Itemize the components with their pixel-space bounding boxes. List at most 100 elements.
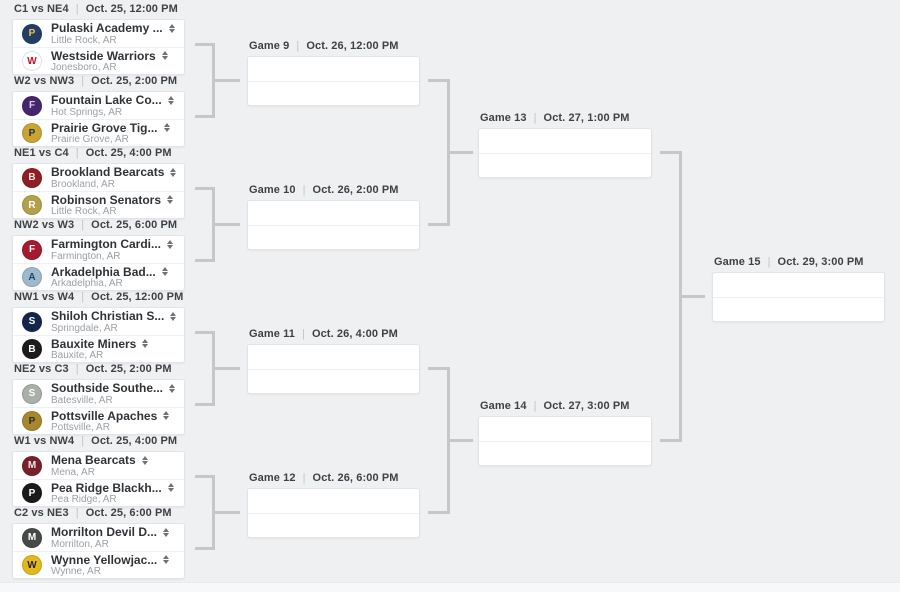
matchup-label: C2 vs NE3 <box>14 507 69 519</box>
team-location: Wynne, AR <box>51 566 101 577</box>
matchup-card-8: C2 vs NE3|Oct. 25, 6:00 PM M Morrilton D… <box>12 507 185 579</box>
header-separator: | <box>75 147 79 159</box>
matchup-label: NE1 vs C4 <box>14 147 69 159</box>
up-down-arrows-icon[interactable] <box>168 23 175 33</box>
up-down-arrows-icon[interactable] <box>163 123 170 132</box>
game-card-11: Game 11|Oct. 26, 4:00 PM <box>247 328 420 394</box>
up-down-arrows-icon[interactable] <box>167 483 174 492</box>
game-datetime: Oct. 26, 12:00 PM <box>306 40 399 52</box>
team-row[interactable]: P Pea Ridge Blackh... Pea Ridge, AR <box>13 479 184 506</box>
matchup-box: F Farmington Cardi... Farmington, AR A A… <box>12 235 185 291</box>
matchup-box: S Shiloh Christian S... Springdale, AR B… <box>12 307 185 363</box>
team-location: Batesville, AR <box>51 394 113 406</box>
team-row[interactable]: S Southside Southe... Batesville, AR <box>13 380 184 407</box>
bracket-connector <box>447 439 473 442</box>
team-location: Morrilton, AR <box>51 538 109 550</box>
game-header: Game 13|Oct. 27, 1:00 PM <box>478 112 652 125</box>
horizontal-scrollbar-track[interactable] <box>0 582 900 592</box>
team-row[interactable]: F Farmington Cardi... Farmington, AR <box>13 236 184 263</box>
bracket-connector <box>195 43 215 46</box>
team-location: Springdale, AR <box>51 322 118 334</box>
game-slot-top <box>713 273 884 297</box>
up-down-arrows-icon[interactable] <box>169 383 176 393</box>
team-name: Prairie Grove Tig... <box>51 120 158 135</box>
team-row[interactable]: A Arkadelphia Bad... Arkadelphia, AR <box>13 263 184 290</box>
up-down-arrows-icon[interactable] <box>167 95 174 105</box>
up-down-arrows-icon[interactable] <box>161 51 168 60</box>
bracket-connector <box>212 223 240 226</box>
team-row[interactable]: W Westside Warriors Jonesboro, AR <box>13 47 184 74</box>
up-down-arrows-icon[interactable] <box>163 527 170 537</box>
bracket-connector <box>195 547 215 550</box>
matchup-header: NW2 vs W3|Oct. 25, 6:00 PM <box>12 219 185 232</box>
game-header: Game 12|Oct. 26, 6:00 PM <box>247 472 420 485</box>
team-row[interactable]: M Morrilton Devil D... Morrilton, AR <box>13 524 184 551</box>
team-row[interactable]: R Robinson Senators Little Rock, AR <box>13 191 184 218</box>
matchup-datetime: Oct. 25, 4:00 PM <box>91 435 178 447</box>
team-logo: M <box>22 455 42 476</box>
team-location: Hot Springs, AR <box>51 106 123 118</box>
team-row[interactable]: M Mena Bearcats Mena, AR <box>13 452 184 479</box>
matchup-card-4: NW2 vs W3|Oct. 25, 6:00 PM F Farmington … <box>12 219 185 291</box>
game-box <box>247 344 420 394</box>
game-datetime: Oct. 27, 1:00 PM <box>543 112 630 124</box>
team-location: Little Rock, AR <box>51 34 117 46</box>
matchup-header: W2 vs NW3|Oct. 25, 2:00 PM <box>12 75 185 88</box>
team-logo: R <box>22 195 42 215</box>
game-datetime: Oct. 26, 2:00 PM <box>312 184 399 196</box>
team-row[interactable]: P Prairie Grove Tig... Prairie Grove, AR <box>13 119 184 146</box>
game-box <box>712 272 885 322</box>
game-label: Game 9 <box>249 40 290 52</box>
up-down-arrows-icon[interactable] <box>141 455 148 465</box>
up-down-arrows-icon[interactable] <box>163 555 170 564</box>
team-row[interactable]: W Wynne Yellowjac... Wynne, AR <box>13 551 184 578</box>
header-separator: | <box>75 363 79 375</box>
game-header: Game 15|Oct. 29, 3:00 PM <box>712 256 885 269</box>
game-slot-bottom <box>713 297 884 321</box>
game-slot-top <box>479 417 651 441</box>
team-name: Bauxite Miners <box>51 336 137 351</box>
up-down-arrows-icon[interactable] <box>167 195 174 204</box>
team-name: Morrilton Devil D... <box>51 525 158 539</box>
matchup-header: W1 vs NW4|Oct. 25, 4:00 PM <box>12 435 185 448</box>
up-down-arrows-icon[interactable] <box>163 411 170 420</box>
matchup-datetime: Oct. 25, 6:00 PM <box>85 507 172 519</box>
matchup-box: F Fountain Lake Co... Hot Springs, AR P … <box>12 91 185 147</box>
team-row[interactable]: F Fountain Lake Co... Hot Springs, AR <box>13 92 184 119</box>
bracket-connector <box>195 115 215 118</box>
team-logo: S <box>22 311 42 332</box>
up-down-arrows-icon[interactable] <box>161 267 168 276</box>
up-down-arrows-icon[interactable] <box>170 311 177 321</box>
game-slot-bottom <box>248 81 419 105</box>
bracket-connector <box>212 79 240 82</box>
bracket-connector <box>428 79 450 82</box>
bracket-connector <box>195 475 215 478</box>
matchup-card-1: C1 vs NE4|Oct. 25, 12:00 PM P Pulaski Ac… <box>12 3 185 75</box>
bracket-connector <box>428 223 450 226</box>
game-card-14: Game 14|Oct. 27, 3:00 PM <box>478 400 652 466</box>
matchup-box: M Mena Bearcats Mena, AR P Pea Ridge Bla… <box>12 451 185 507</box>
team-logo: W <box>22 555 42 575</box>
team-row[interactable]: S Shiloh Christian S... Springdale, AR <box>13 308 184 335</box>
team-name: Wynne Yellowjac... <box>51 552 158 567</box>
team-logo: B <box>22 339 42 359</box>
matchup-header: NE1 vs C4|Oct. 25, 4:00 PM <box>12 147 185 160</box>
up-down-arrows-icon[interactable] <box>142 339 149 348</box>
team-row[interactable]: B Bauxite Miners Bauxite, AR <box>13 335 184 362</box>
matchup-card-2: W2 vs NW3|Oct. 25, 2:00 PM F Fountain La… <box>12 75 185 147</box>
bracket-connector <box>660 151 682 154</box>
matchup-box: S Southside Southe... Batesville, AR P P… <box>12 379 185 435</box>
game-card-12: Game 12|Oct. 26, 6:00 PM <box>247 472 420 538</box>
team-logo: A <box>22 267 42 287</box>
team-logo: W <box>22 51 42 71</box>
game-slot-bottom <box>248 225 419 249</box>
team-row[interactable]: P Pulaski Academy ... Little Rock, AR <box>13 20 184 47</box>
header-separator: | <box>533 400 537 412</box>
team-logo: P <box>22 23 42 44</box>
up-down-arrows-icon[interactable] <box>167 239 174 249</box>
matchup-datetime: Oct. 25, 12:00 PM <box>91 291 184 303</box>
header-separator: | <box>302 472 306 484</box>
team-row[interactable]: P Pottsville Apaches Pottsville, AR <box>13 407 184 434</box>
up-down-arrows-icon[interactable] <box>170 167 177 177</box>
team-row[interactable]: B Brookland Bearcats Brookland, AR <box>13 164 184 191</box>
